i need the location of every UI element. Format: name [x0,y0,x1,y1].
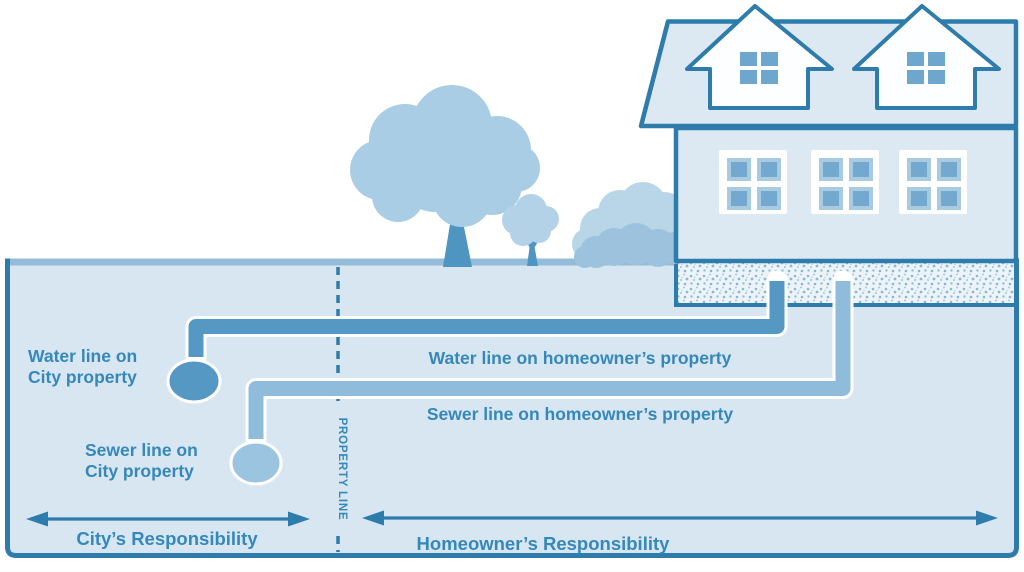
sewer-valve [229,440,283,486]
property-line-label: PROPERTY LINE [336,418,348,521]
dormer-right-window [907,52,945,84]
sewer-homeowner-label: Sewer line on homeowner’s property [427,404,734,424]
house-window-3 [899,150,967,214]
small-tree [502,194,559,266]
ground-surface [10,258,674,266]
water-line-pipe [166,270,788,404]
house-window-2 [811,150,879,214]
city-responsibility-label: City’s Responsibility [76,528,258,549]
sewer-city-label-line1: Sewer line on [85,440,198,460]
dormer-right [852,4,1001,110]
water-valve [166,358,222,404]
sewer-line-pipe [229,270,854,486]
water-homeowner-label: Water line on homeowner’s property [429,348,732,368]
homeowner-responsibility-label: Homeowner’s Responsibility [417,533,671,554]
homeowner-responsibility-arrow: Homeowner’s Responsibility [362,510,998,554]
dormer-left [685,4,834,110]
large-tree [350,85,540,267]
water-city-label-line1: Water line on [28,346,137,366]
house-window-1 [719,150,787,214]
house [638,4,1019,264]
tree-canopy [350,85,540,227]
city-responsibility-arrow: City’s Responsibility [26,511,310,549]
water-city-label-line2: City property [28,367,137,387]
bush [572,182,696,268]
pipe-labels: Water line on City property Sewer line o… [28,346,733,481]
sewer-city-label-line2: City property [85,461,194,481]
dormer-left-window [740,52,778,84]
